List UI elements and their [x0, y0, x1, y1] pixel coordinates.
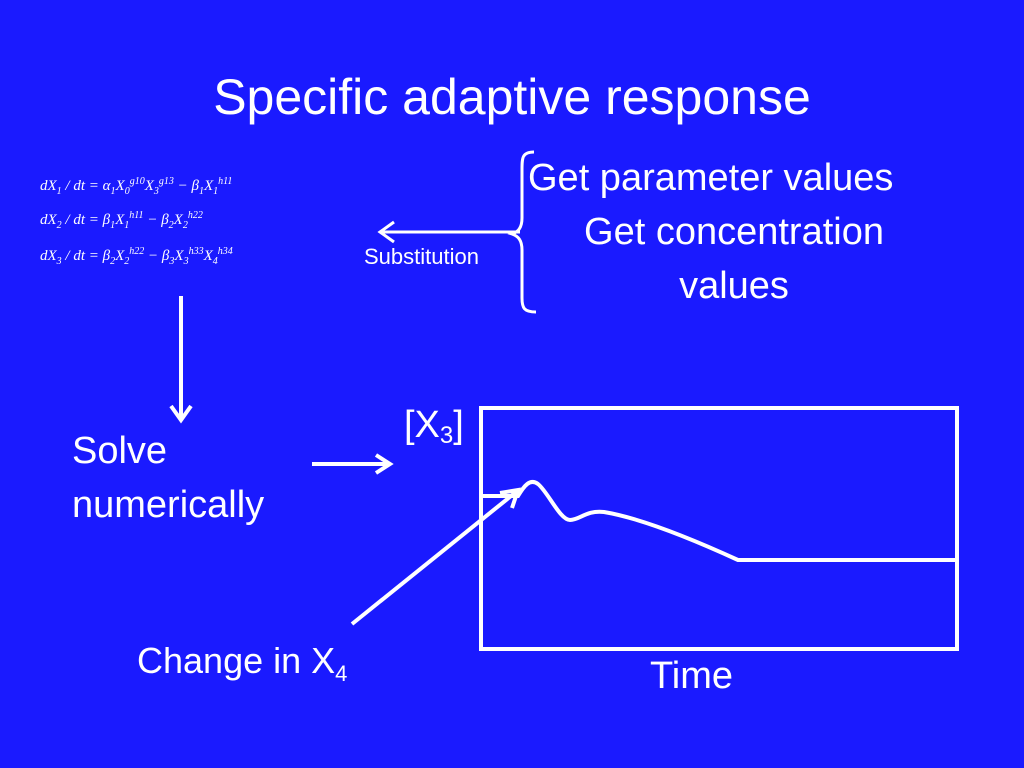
plot-frame [479, 406, 959, 651]
response-curve [481, 479, 957, 562]
substitution-label: Substitution [364, 244, 479, 269]
change-arrow [350, 487, 521, 626]
change-in-x4-label: Change in X4 [137, 640, 348, 686]
equation-dx3: dX3 / dt = β2X2h22 − β3X3h33X4h34 [40, 246, 233, 267]
curly-brace [507, 150, 537, 314]
x3-axis-label: [X3] [404, 404, 464, 449]
solve-numerically-label: Solve numerically [72, 430, 265, 526]
slide-title: Specific adaptive response [213, 69, 811, 125]
equation-dx2: dX2 / dt = β1X1h11 − β2X2h22 [40, 210, 203, 231]
time-axis-label: Time [650, 655, 734, 697]
get-concentration-values-label: Get concentration values [584, 211, 884, 307]
get-parameter-values-label: Get parameter values [528, 157, 894, 199]
equation-dx1: dX1 / dt = α1X0g10X3g13 − β1X1h11 [40, 176, 233, 197]
solve-arrow [312, 453, 394, 475]
substitution-arrow [377, 220, 520, 244]
down-arrow [169, 296, 193, 424]
